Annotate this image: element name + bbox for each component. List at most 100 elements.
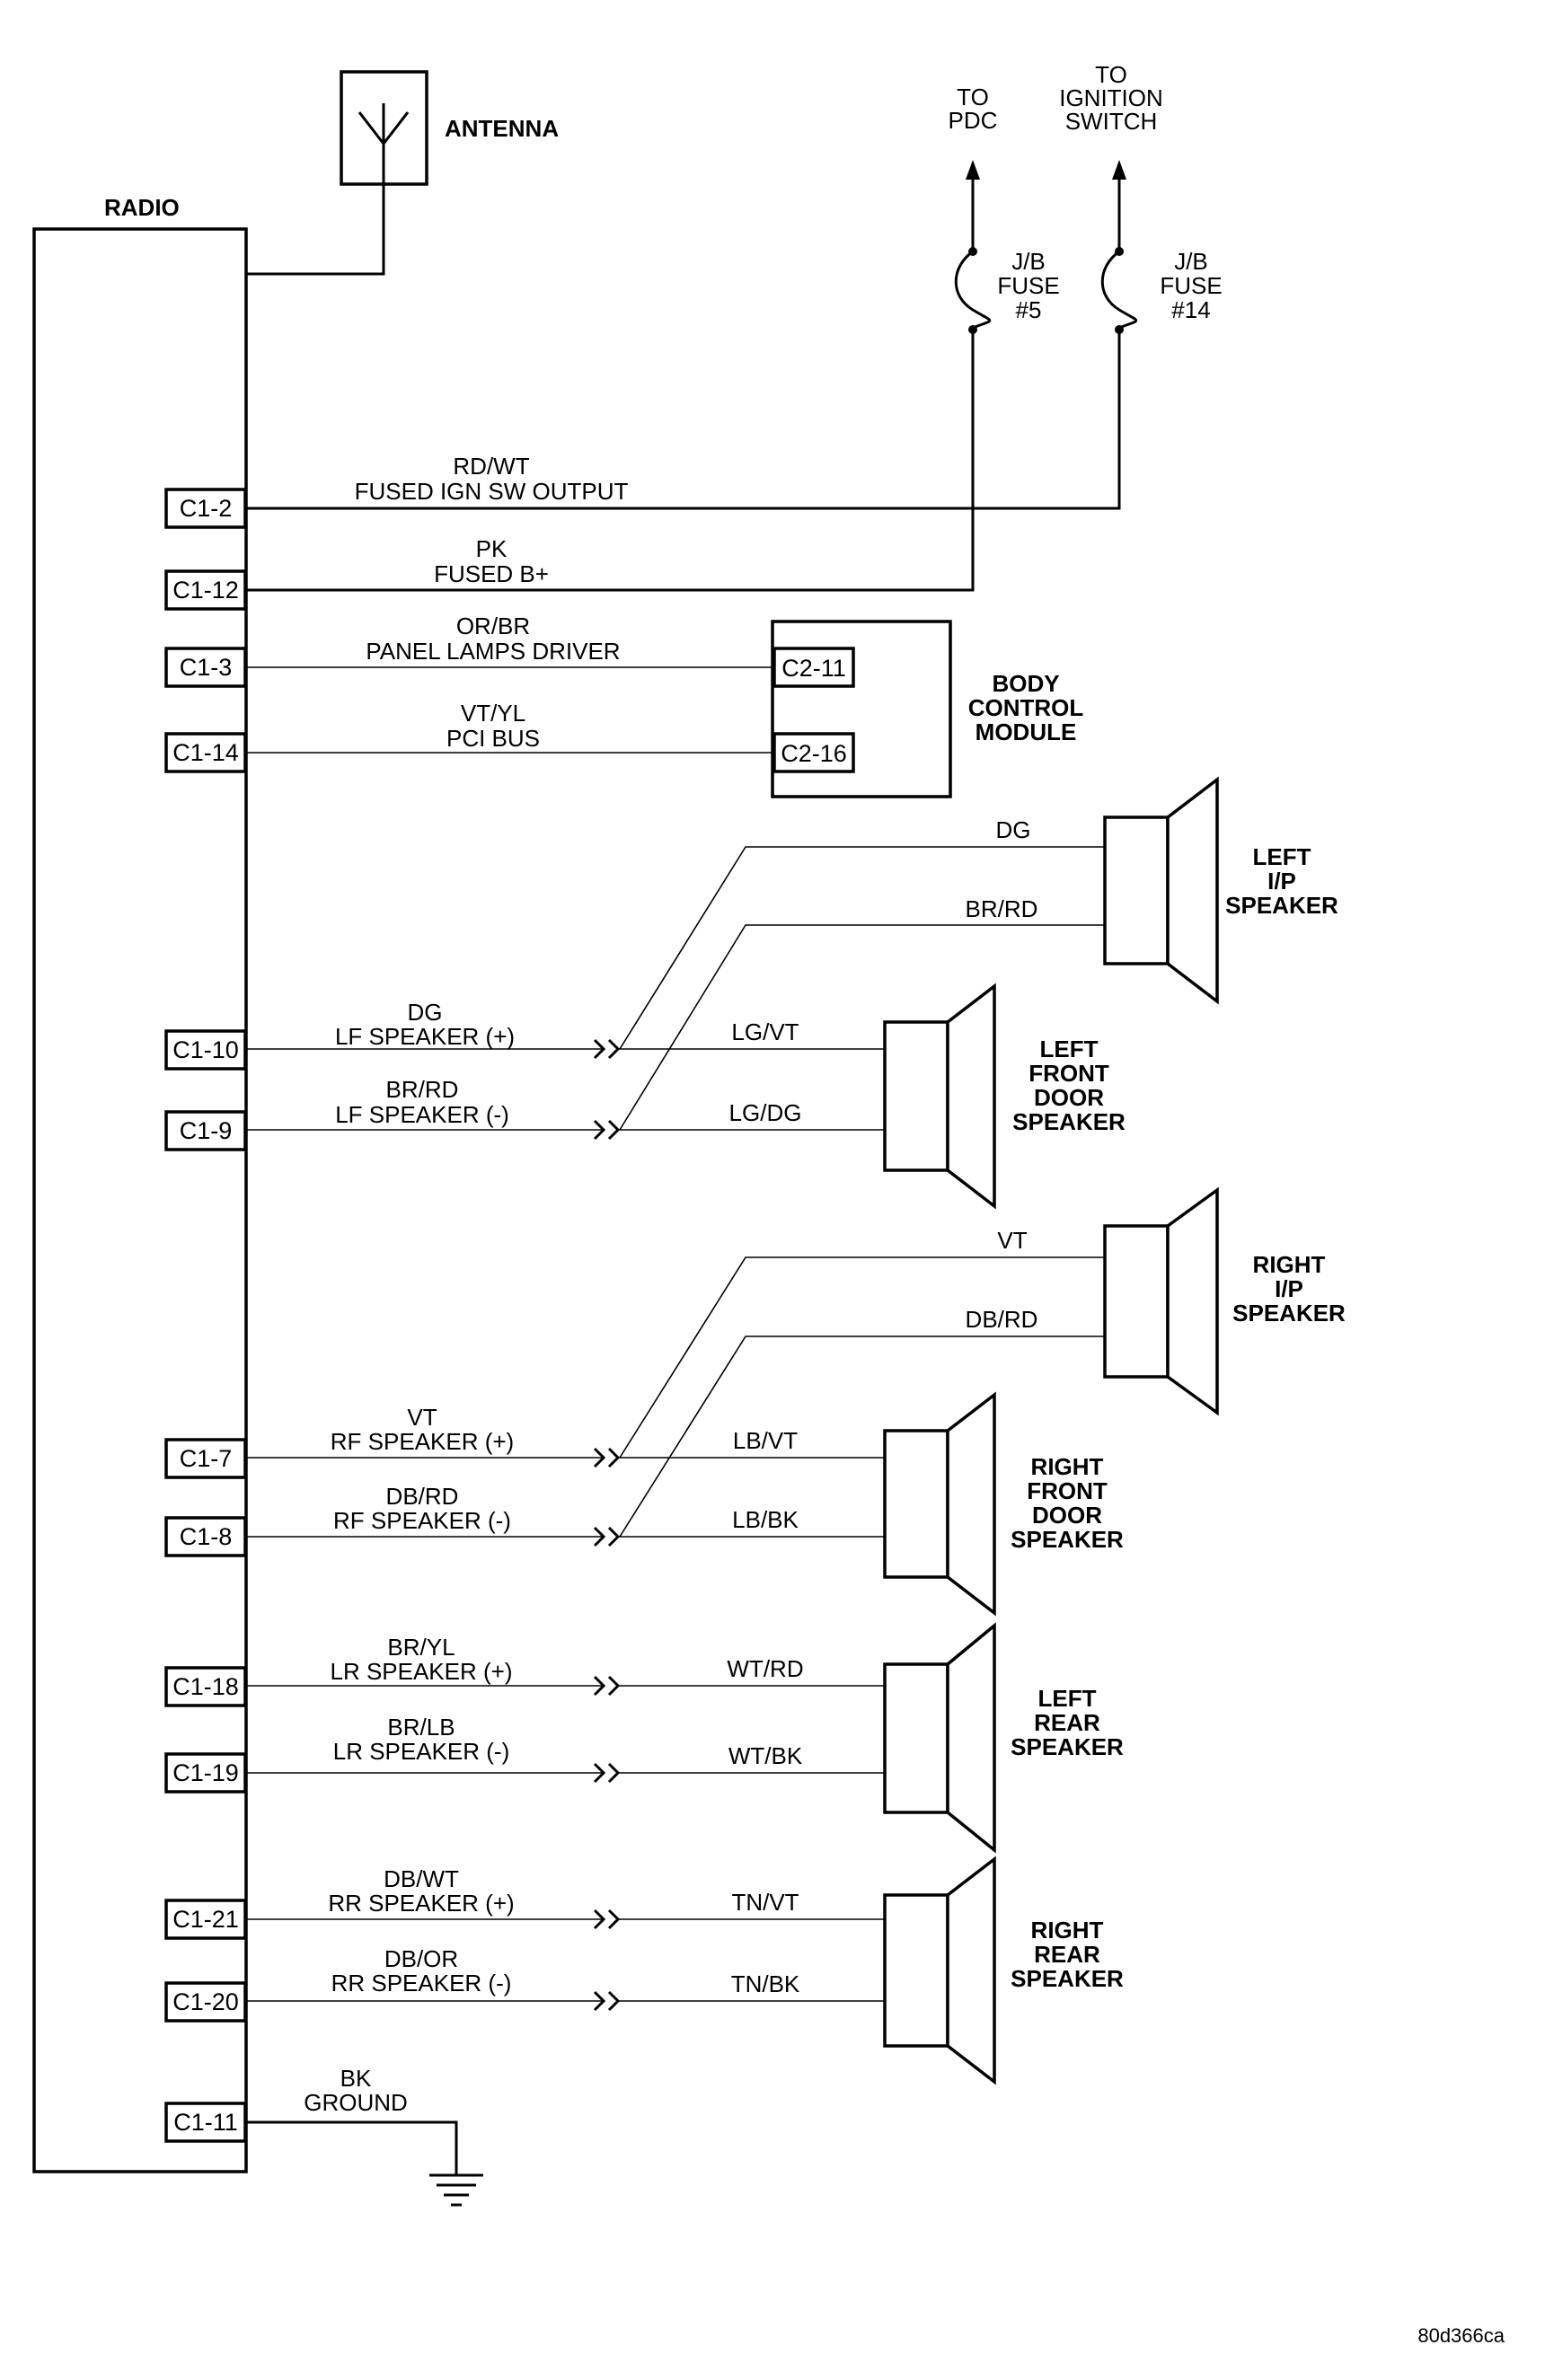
wire-color-c1-8: DB/RD bbox=[386, 1483, 459, 1510]
lf-door-label-3: DOOR bbox=[1034, 1084, 1104, 1111]
wire-circuit-c1-7: RF SPEAKER (+) bbox=[331, 1428, 514, 1455]
wire-color-c1-18: BR/YL bbox=[387, 1634, 455, 1661]
wire-circuit-c1-20: RR SPEAKER (-) bbox=[331, 1970, 512, 1997]
door-wire-lf-neg: LG/DG bbox=[729, 1099, 802, 1126]
bcm-pin-c2-11: C2-11 bbox=[781, 655, 846, 682]
wire-color-c1-21: DB/WT bbox=[384, 1865, 459, 1892]
to-pdc-line-1: TO bbox=[957, 84, 989, 110]
pin-c1-7: C1-7 bbox=[180, 1445, 233, 1472]
wire-color-c1-11: BK bbox=[340, 2065, 372, 2092]
wire-circuit-c1-12: FUSED B+ bbox=[434, 560, 549, 587]
wire-color-c1-3: OR/BR bbox=[456, 613, 530, 639]
wire-circuit-c1-19: LR SPEAKER (-) bbox=[333, 1738, 510, 1765]
wire-color-c1-19: BR/LB bbox=[387, 1714, 455, 1741]
bcm-label-line-2: CONTROL bbox=[968, 694, 1084, 721]
door-wire-rf-pos: LB/VT bbox=[733, 1427, 798, 1454]
to-pdc-line-2: PDC bbox=[949, 107, 998, 134]
wire-color-c1-14: VT/YL bbox=[461, 700, 525, 727]
pin-c1-14: C1-14 bbox=[172, 739, 239, 766]
pin-c1-9: C1-9 bbox=[180, 1117, 233, 1144]
connector-chevrons bbox=[593, 1038, 621, 2012]
wire-circuit-c1-21: RR SPEAKER (+) bbox=[328, 1890, 514, 1917]
wire-circuit-c1-8: RF SPEAKER (-) bbox=[333, 1507, 511, 1534]
bcm-pin-c2-11-box bbox=[772, 647, 855, 688]
right-rear-label-1: RIGHT bbox=[1031, 1917, 1104, 1944]
wire-color-c1-2: RD/WT bbox=[453, 453, 529, 480]
pin-c1-18: C1-18 bbox=[172, 1673, 239, 1700]
figure-id: 80d366ca bbox=[1417, 2324, 1505, 2347]
right-rear-label-2: REAR bbox=[1034, 1941, 1100, 1968]
left-ip-label-2: I/P bbox=[1267, 868, 1296, 895]
wire-color-c1-7: VT bbox=[407, 1404, 437, 1431]
pin-c1-8: C1-8 bbox=[180, 1523, 233, 1550]
rf-door-label-1: RIGHT bbox=[1031, 1453, 1104, 1480]
right-ip-label-3: SPEAKER bbox=[1232, 1300, 1346, 1327]
right-rear-speaker-icon bbox=[883, 1856, 996, 2085]
left-front-door-speaker-icon bbox=[883, 983, 996, 1210]
left-rear-speaker-icon bbox=[883, 1622, 996, 1854]
lf-door-label-1: LEFT bbox=[1040, 1036, 1099, 1062]
pin-c1-12: C1-12 bbox=[172, 577, 239, 604]
door-wire-rr-pos: TN/VT bbox=[731, 1889, 799, 1916]
wire-color-c1-12: PK bbox=[476, 535, 508, 562]
ip-wire-left-pos: DG bbox=[996, 816, 1031, 843]
fuse-5-line-2: FUSE bbox=[997, 272, 1059, 299]
left-ip-label-1: LEFT bbox=[1253, 843, 1311, 870]
wire-circuit-c1-2: FUSED IGN SW OUTPUT bbox=[355, 478, 629, 505]
right-rear-label-3: SPEAKER bbox=[1011, 1965, 1124, 1992]
antenna-symbol bbox=[246, 70, 428, 276]
door-wire-rf-neg: LB/BK bbox=[732, 1506, 799, 1533]
left-ip-label-3: SPEAKER bbox=[1225, 892, 1338, 919]
wire-circuit-c1-3: PANEL LAMPS DRIVER bbox=[366, 638, 620, 665]
rf-door-label-2: FRONT bbox=[1027, 1477, 1108, 1504]
right-front-door-speaker-icon bbox=[883, 1391, 996, 1617]
pin-c1-11: C1-11 bbox=[173, 2109, 238, 2136]
pin-c1-21: C1-21 bbox=[172, 1906, 239, 1933]
pin-c1-10: C1-10 bbox=[172, 1036, 239, 1063]
rf-door-label-3: DOOR bbox=[1032, 1502, 1102, 1529]
left-rear-label-2: REAR bbox=[1034, 1709, 1100, 1736]
wire-circuit-c1-9: LF SPEAKER (-) bbox=[335, 1101, 509, 1128]
pin-c1-3: C1-3 bbox=[180, 654, 233, 681]
left-rear-label-3: SPEAKER bbox=[1011, 1733, 1124, 1760]
door-wire-lr-neg: WT/BK bbox=[728, 1742, 803, 1769]
pin-c1-20: C1-20 bbox=[172, 1988, 239, 2015]
lf-door-label-4: SPEAKER bbox=[1012, 1108, 1126, 1135]
fuse-5-line-3: #5 bbox=[1016, 296, 1042, 323]
wire-color-c1-10: DG bbox=[408, 999, 443, 1026]
bcm-label-line-1: BODY bbox=[992, 670, 1059, 697]
fuse-14-line-2: FUSE bbox=[1160, 272, 1222, 299]
ground-symbol bbox=[246, 2120, 483, 2207]
ip-wire-right-neg: DB/RD bbox=[966, 1306, 1038, 1333]
radio-box bbox=[32, 227, 248, 2173]
to-ignition-line-2: IGNITION bbox=[1059, 84, 1163, 111]
radio-label: RADIO bbox=[104, 194, 180, 221]
wire-circuit-c1-11: GROUND bbox=[304, 2089, 408, 2116]
bcm-pin-c2-16: C2-16 bbox=[781, 740, 847, 767]
lf-door-label-2: FRONT bbox=[1029, 1060, 1109, 1087]
wire-circuit-c1-14: PCI BUS bbox=[446, 725, 540, 752]
to-ignition-line-3: SWITCH bbox=[1065, 108, 1158, 135]
fuse-5-line-1: J/B bbox=[1011, 248, 1046, 275]
left-rear-label-1: LEFT bbox=[1038, 1685, 1097, 1712]
wire-color-c1-9: BR/RD bbox=[386, 1076, 459, 1103]
speaker-wires bbox=[246, 846, 1105, 2002]
fuse-14-circuit bbox=[246, 160, 1138, 510]
ip-wire-left-neg: BR/RD bbox=[966, 895, 1038, 922]
fuse-14-line-1: J/B bbox=[1174, 248, 1208, 275]
fuse-5-circuit bbox=[246, 160, 992, 592]
fuse-14-line-3: #14 bbox=[1171, 296, 1210, 323]
door-wire-rr-neg: TN/BK bbox=[731, 1970, 800, 1997]
pin-c1-19: C1-19 bbox=[172, 1759, 239, 1786]
rf-door-label-4: SPEAKER bbox=[1011, 1526, 1124, 1553]
antenna-label: ANTENNA bbox=[445, 115, 559, 142]
door-wire-lr-pos: WT/RD bbox=[727, 1655, 803, 1682]
wire-circuit-c1-18: LR SPEAKER (+) bbox=[330, 1658, 512, 1685]
radio-pin-boxes bbox=[164, 488, 247, 2143]
ip-wire-right-pos: VT bbox=[997, 1227, 1027, 1254]
pin-c1-2: C1-2 bbox=[180, 495, 233, 522]
wire-circuit-c1-10: LF SPEAKER (+) bbox=[335, 1023, 515, 1050]
wire-color-c1-20: DB/OR bbox=[384, 1945, 458, 1972]
right-ip-label-1: RIGHT bbox=[1253, 1251, 1326, 1278]
